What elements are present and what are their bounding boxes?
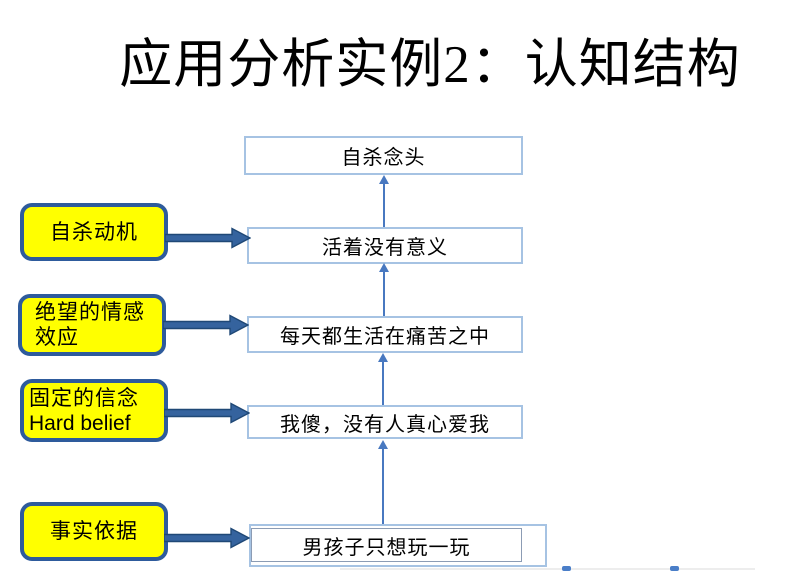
cutoff-text-fragment: [562, 566, 571, 571]
cutoff-text-faint-line: [340, 568, 755, 570]
flow-box-boy-just-playing: 男孩子只想玩一玩: [251, 528, 522, 562]
label-despair-emotion-effect: 绝望的情感 效应: [18, 294, 166, 356]
block-arrow-4: [164, 527, 250, 549]
up-arrow-connector-2: [379, 263, 389, 316]
label-text-line2: Hard belief: [29, 411, 131, 435]
page-title: 应用分析实例2：认知结构: [119, 36, 741, 94]
block-arrow-1: [165, 227, 251, 249]
flow-box-suicide-ideation: 自杀念头: [244, 136, 523, 175]
flow-box-bottom-outer: [249, 524, 547, 567]
block-arrow-3: [164, 402, 250, 424]
block-arrow-2: [163, 314, 249, 336]
label-suicide-motive: 自杀动机: [20, 203, 168, 261]
cutoff-text-fragment: [670, 566, 679, 571]
flow-box-nobody-loves-me: 我傻，没有人真心爱我: [247, 405, 523, 439]
label-text: 自杀动机: [50, 219, 138, 244]
right-arrow-icon: [164, 527, 250, 549]
label-text-line1: 固定的信念: [29, 385, 139, 410]
label-text: 事实依据: [50, 519, 138, 543]
up-arrow-connector-1: [379, 175, 389, 227]
flow-box-life-meaningless: 活着没有意义: [247, 227, 523, 264]
label-fixed-belief: 固定的信念 Hard belief: [20, 379, 168, 442]
up-arrow-connector-4: [378, 440, 388, 524]
label-text-line1: 绝望的情感: [35, 300, 145, 324]
right-arrow-icon: [163, 314, 249, 336]
label-text-line2: 效应: [35, 325, 79, 349]
label-factual-basis: 事实依据: [20, 502, 168, 561]
right-arrow-icon: [164, 402, 250, 424]
up-arrow-connector-3: [378, 353, 388, 405]
flow-box-daily-pain: 每天都生活在痛苦之中: [247, 316, 523, 353]
right-arrow-icon: [165, 227, 251, 249]
